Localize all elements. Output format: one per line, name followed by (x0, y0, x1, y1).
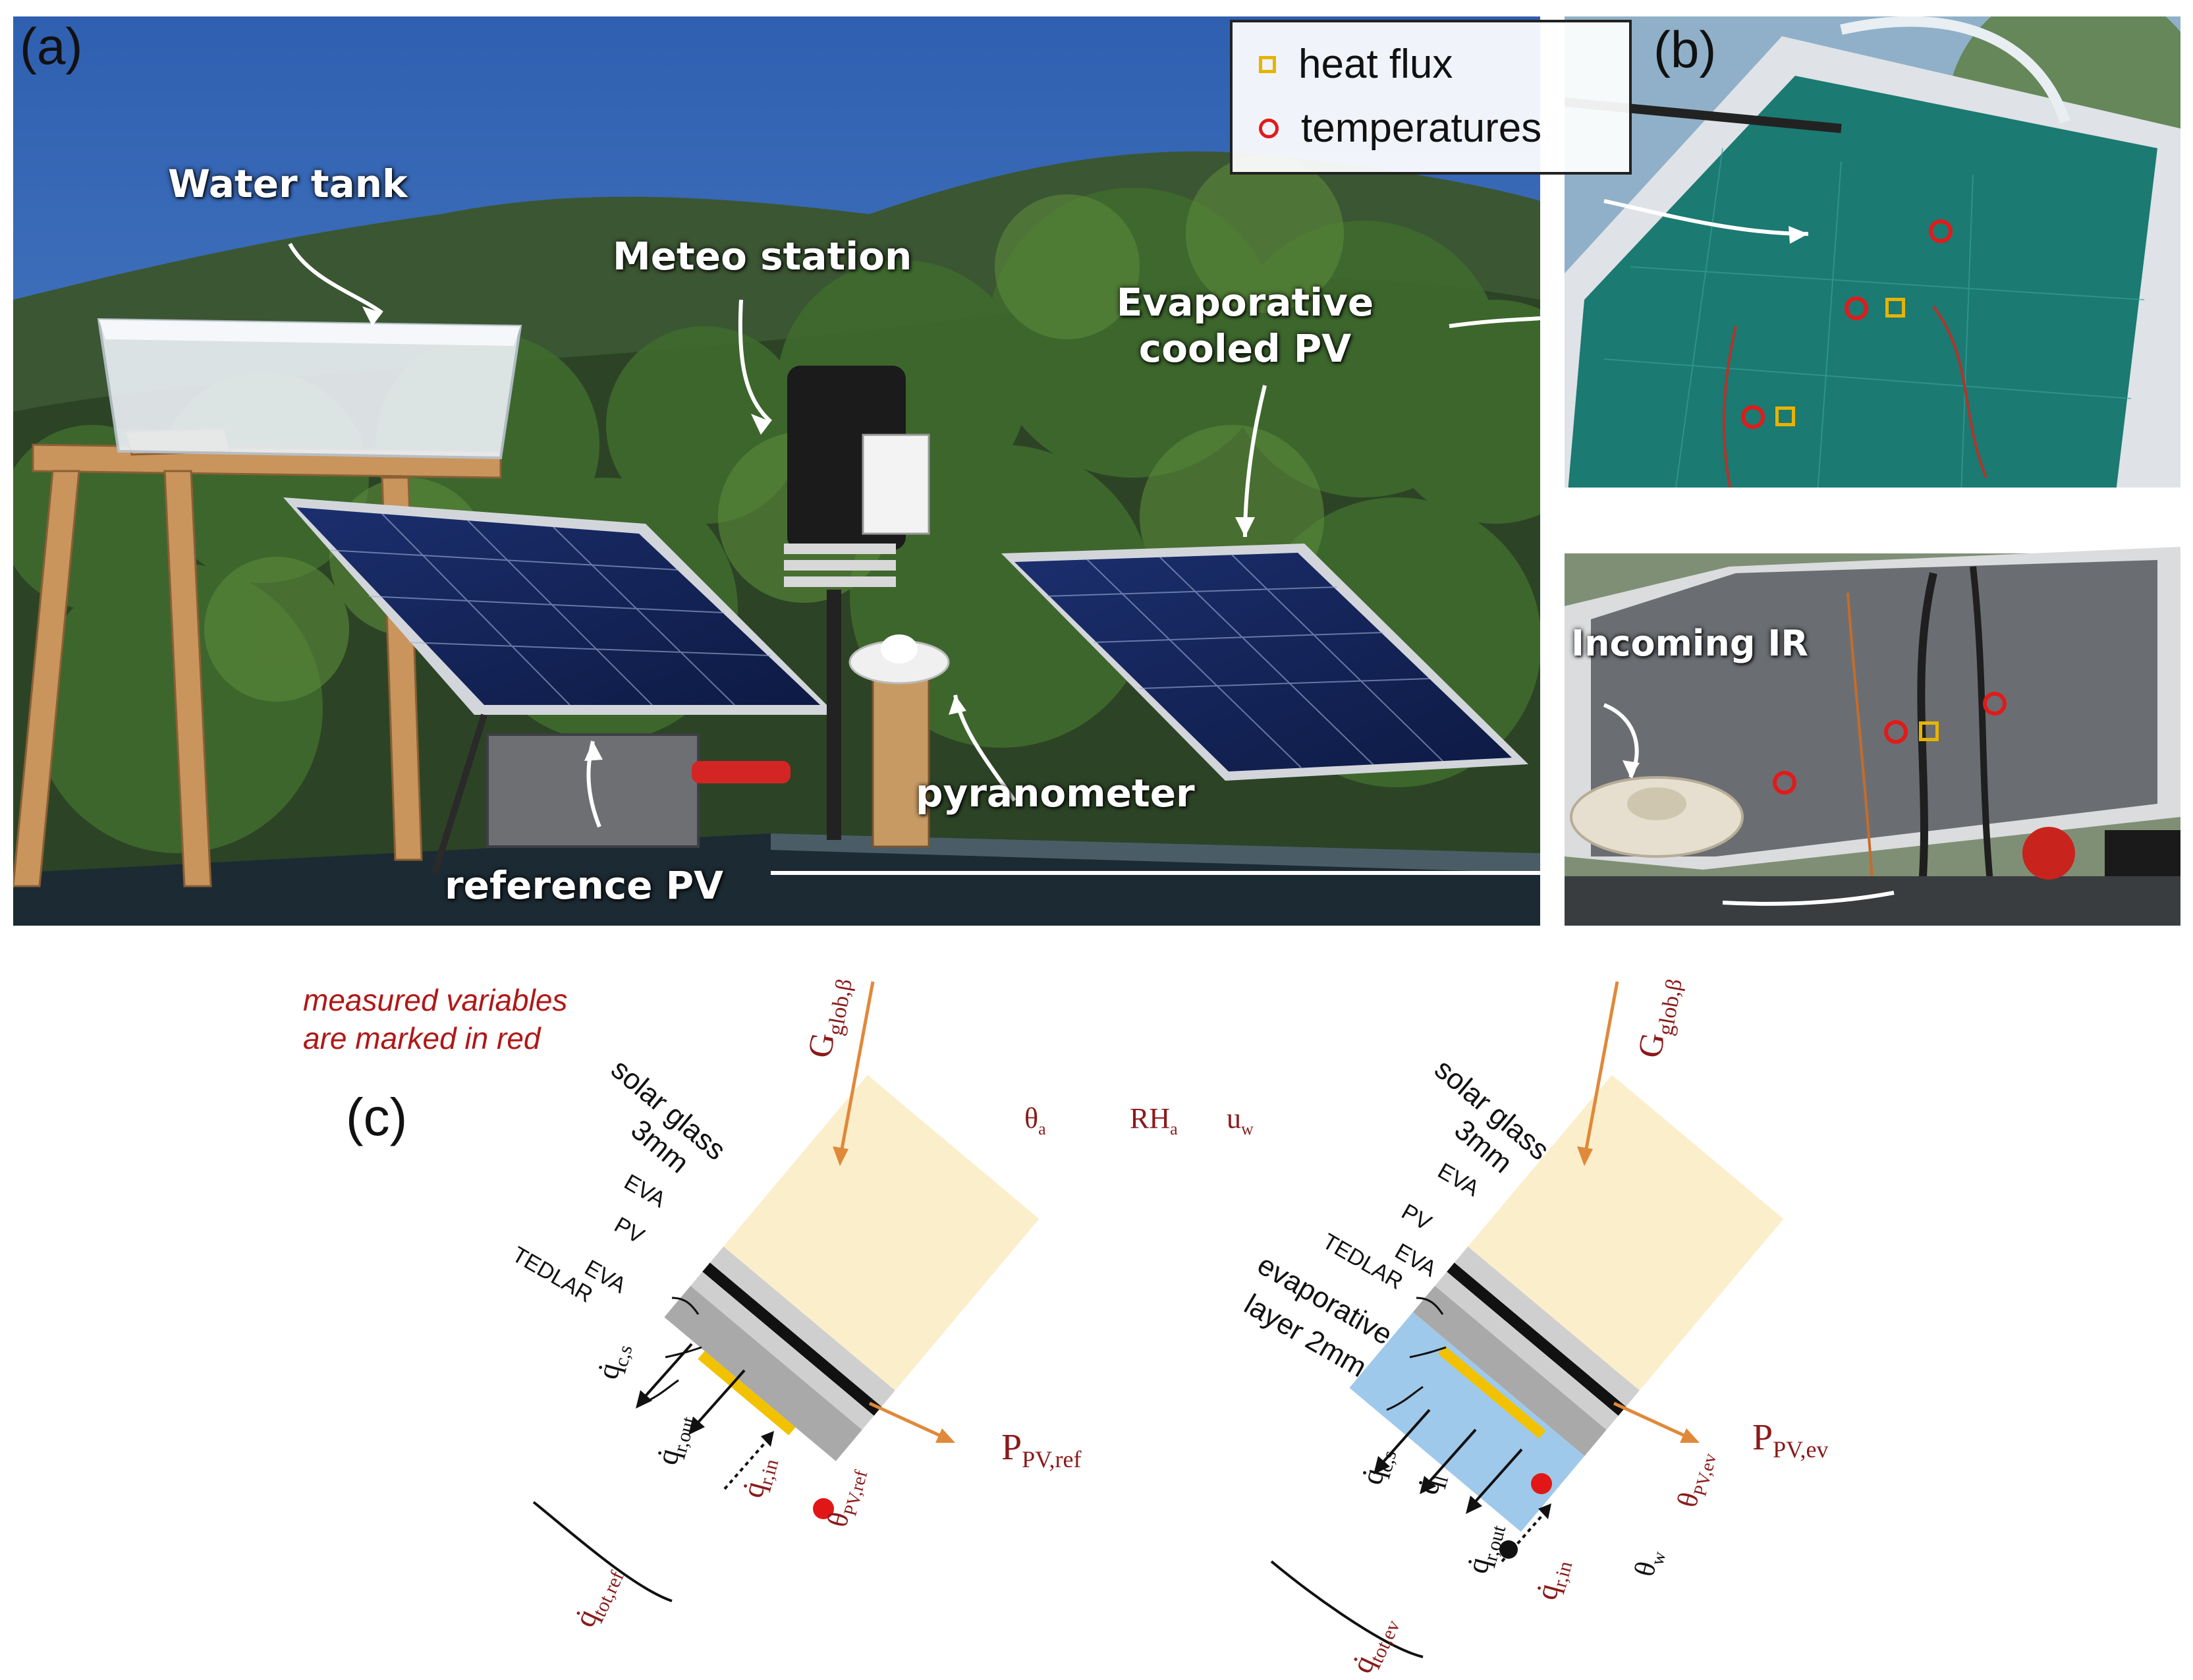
pv-temperature-dot (1531, 1473, 1552, 1494)
tedlar-layer (1412, 1285, 1607, 1457)
eva-layer-top (1454, 1246, 1640, 1407)
tedlar-layer (664, 1285, 862, 1461)
photo-panel-b-top: (b) (1565, 16, 2180, 540)
legend-heat-flux-label: heat flux (1298, 42, 1453, 87)
water-temperature-dot (1499, 1540, 1518, 1559)
panel-b-tag: (b) (1653, 20, 1717, 78)
heat-flux-marker (1885, 298, 1905, 318)
heat-flux-marker (1775, 406, 1795, 426)
eva-layer-top (709, 1246, 895, 1407)
temperature-marker (1929, 219, 1953, 243)
solar-glass-layer (723, 1075, 1040, 1391)
evaporative-layer (1349, 1312, 1585, 1532)
wind-speed-label: uw (1227, 1102, 1254, 1138)
temperature-marker (1983, 692, 2007, 715)
legend-heat-flux: heat flux (1259, 41, 1453, 88)
heat-flux-sensor (698, 1351, 796, 1436)
incoming-ir-label: Incoming IR (1571, 623, 1808, 664)
legend-temperatures-label: temperatures (1301, 105, 1542, 151)
photo-panel-b-bottom: Incoming IR (1565, 488, 2180, 926)
heat-flux-marker (1919, 721, 1939, 741)
reference-pv-label: reference PV (445, 863, 724, 908)
meteo-station-label: Meteo station (613, 234, 912, 279)
evaporative-pv-label: Evaporative cooled PV (1116, 280, 1374, 371)
panel-c-tag: (c) (346, 1088, 408, 1146)
pv-backside-reference-photo (1565, 488, 2180, 926)
legend-temperatures: temperatures (1259, 105, 1541, 152)
temperature-circle-icon (1259, 118, 1279, 138)
water-tank-label: Water tank (168, 161, 408, 206)
measured-note-line2: are marked in red (303, 1021, 541, 1055)
pv-cell-layer (1447, 1262, 1626, 1416)
temperature-marker (1773, 771, 1796, 795)
pv-backside-evaporative-photo (1565, 16, 2180, 540)
pv-cell-layer (702, 1262, 882, 1416)
eva-layer-bottom (1435, 1272, 1619, 1430)
pv-power-label-ref: PPV,ref (1001, 1427, 1082, 1473)
pv-temperature-dot (813, 1498, 834, 1519)
sensor-legend: heat flux temperatures (1230, 20, 1632, 175)
evaporative-pv-schematic (1270, 981, 1784, 1658)
pv-power-label-ev: PPV,ev (1752, 1417, 1829, 1463)
pyranometer-label: pyranometer (916, 771, 1195, 816)
temperature-marker (1845, 296, 1868, 320)
panel-a-tag: (a) (20, 17, 83, 75)
heat-flux-square-icon (1259, 55, 1276, 73)
temperature-marker (1884, 720, 1908, 744)
ambient-temperature-label: θa (1024, 1102, 1046, 1138)
heat-flux-sensor (1437, 1345, 1546, 1439)
temperature-marker (1741, 405, 1765, 429)
eva-layer-bottom (690, 1272, 874, 1430)
reference-pv-schematic (532, 981, 1040, 1602)
solar-glass-layer (1468, 1075, 1784, 1391)
ambient-humidity-label: RHa (1130, 1102, 1178, 1138)
measured-note-line1: measured variables (303, 983, 568, 1017)
